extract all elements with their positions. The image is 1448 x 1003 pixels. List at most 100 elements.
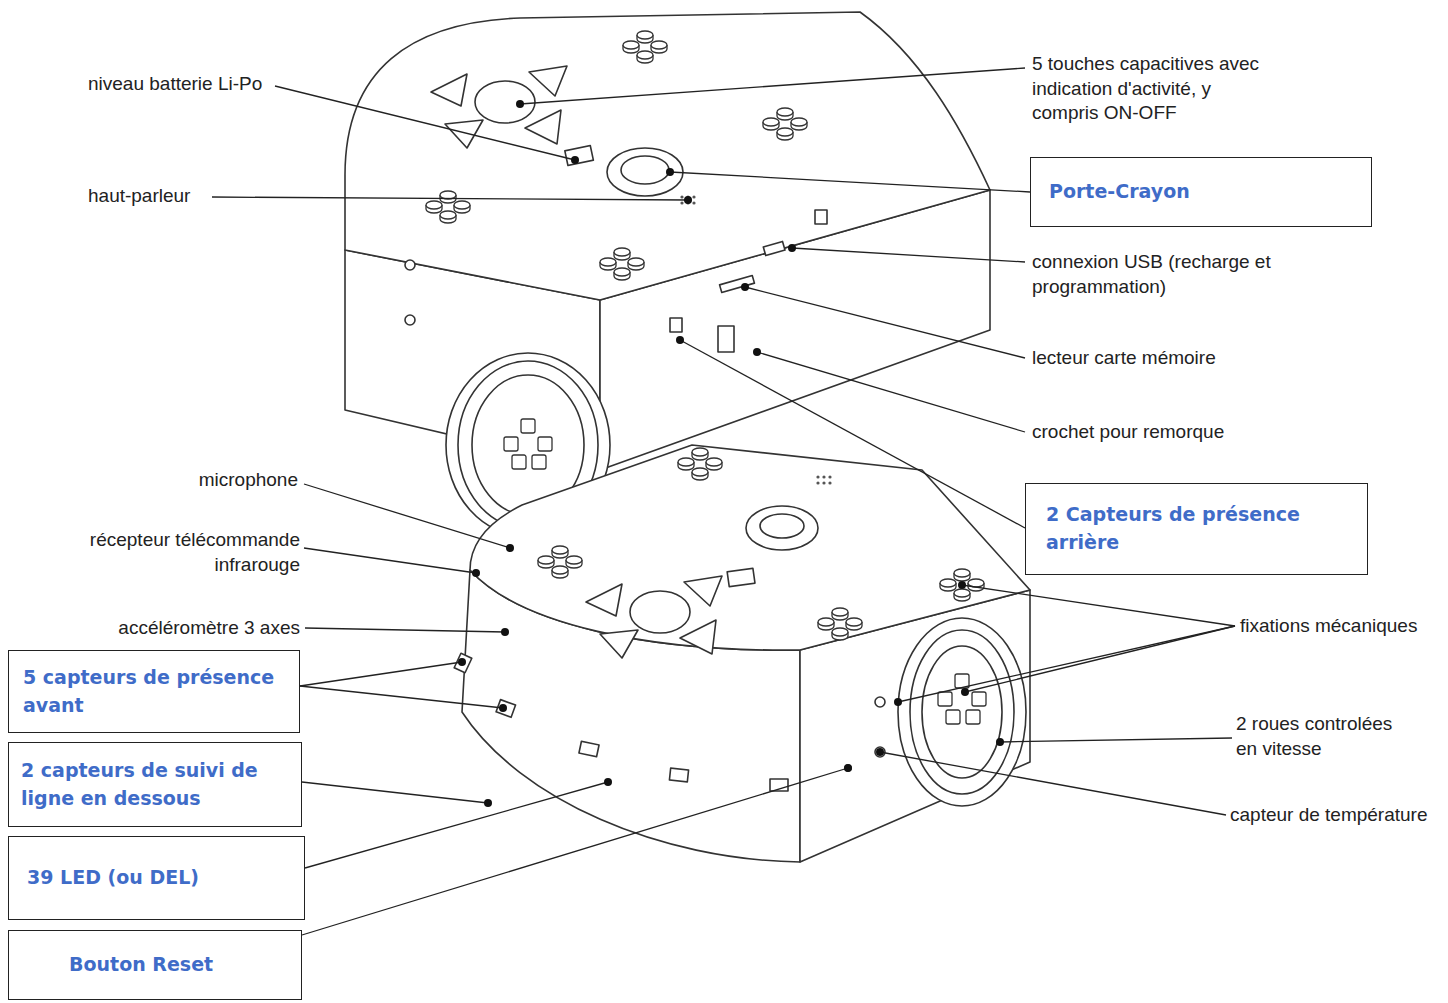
callout-box: 5 capteurs de présence avant	[8, 650, 300, 733]
pen-holder-hole	[621, 156, 669, 184]
mechanical-studs	[678, 448, 722, 480]
leader-dots	[604, 778, 612, 786]
leader-lines	[1000, 738, 1232, 742]
mechanical-studs	[538, 546, 582, 578]
leader-dots	[676, 336, 684, 344]
callout-box: 39 LED (ou DEL)	[8, 836, 305, 920]
leader-dots	[666, 168, 674, 176]
speaker-grid	[680, 201, 683, 204]
leader-lines	[520, 68, 1025, 104]
mechanical-studs	[818, 608, 862, 640]
callout-box: Bouton Reset	[8, 930, 302, 1000]
rear-sensor	[815, 210, 827, 224]
callout-box: 2 Capteurs de présence arrière	[1025, 483, 1368, 575]
speaker-grid	[816, 475, 819, 478]
leader-dots	[458, 658, 466, 666]
part-label: 5 touches capacitives avec indication d'…	[1032, 52, 1272, 126]
leader-lines	[745, 287, 1025, 358]
mechanical-studs	[623, 31, 667, 63]
wheel-hub	[938, 674, 986, 724]
speaker-grid	[816, 481, 819, 484]
leader-lines	[304, 484, 510, 548]
screw	[875, 697, 885, 707]
part-label: crochet pour remorque	[1032, 420, 1224, 445]
leader-dots	[499, 704, 507, 712]
battery-indicator	[727, 568, 755, 586]
leader-lines	[304, 548, 476, 573]
callout-text: 39 LED (ou DEL)	[27, 864, 290, 892]
callout-text: 2 Capteurs de présence arrière	[1046, 501, 1353, 556]
leader-dots	[484, 799, 492, 807]
leader-dots	[501, 628, 509, 636]
leader-lines	[898, 626, 1235, 702]
speaker-grid	[828, 481, 831, 484]
front-sensor	[669, 768, 688, 782]
robot-side-face	[800, 590, 1030, 862]
pen-holder	[746, 506, 818, 550]
wheel	[910, 630, 1014, 794]
capacitive-buttons	[431, 66, 567, 148]
mechanical-studs	[940, 569, 984, 601]
usb-port	[763, 241, 785, 255]
leader-lines	[757, 352, 1025, 432]
leader-dots	[753, 348, 761, 356]
callout-text: Porte-Crayon	[1049, 178, 1357, 206]
part-label: connexion USB (recharge et programmation…	[1032, 250, 1292, 299]
leader-dots	[516, 100, 524, 108]
part-label: niveau batterie Li-Po	[88, 72, 262, 97]
leader-lines	[302, 782, 488, 803]
part-label: lecteur carte mémoire	[1032, 346, 1216, 371]
wheel-arch	[898, 618, 1026, 806]
callout-box: Porte-Crayon	[1030, 157, 1372, 227]
speaker-grid	[816, 475, 831, 484]
leader-dots	[458, 100, 1004, 807]
leader-dots	[472, 569, 480, 577]
pen-holder	[607, 148, 683, 196]
callout-text: Bouton Reset	[69, 951, 287, 979]
speaker-grid	[692, 201, 695, 204]
leader-dots	[506, 544, 514, 552]
part-label: haut-parleur	[88, 184, 190, 209]
leader-lines	[275, 86, 575, 160]
part-label: 2 roues controlées en vitesse	[1236, 712, 1406, 761]
mechanical-studs	[426, 191, 470, 223]
leader-lines	[965, 626, 1235, 692]
pen-holder-hole	[760, 514, 804, 538]
leader-dots	[894, 698, 902, 706]
screw	[405, 315, 415, 325]
part-label: capteur de température	[1230, 803, 1428, 828]
front-sensor	[496, 700, 515, 718]
part-label: microphone	[38, 468, 298, 493]
temperature-sensor	[875, 747, 885, 757]
leader-lines	[302, 768, 848, 935]
rear-sensor	[670, 318, 682, 332]
capacitive-buttons	[586, 576, 722, 658]
speaker-grid	[822, 481, 825, 484]
leader-dots	[788, 244, 796, 252]
leader-dots	[571, 156, 579, 164]
leader-lines	[212, 197, 688, 200]
callout-text: 2 capteurs de suivi de ligne en dessous	[21, 757, 287, 812]
part-label: récepteur télécommande infrarouge	[40, 528, 300, 577]
trailer-hook	[718, 326, 734, 352]
leader-dots	[741, 283, 749, 291]
speaker-grid	[692, 195, 695, 198]
leader-lines	[670, 172, 1030, 192]
front-sensor	[579, 741, 599, 756]
reset-button	[845, 765, 851, 771]
leader-dots	[876, 748, 884, 756]
bottom-robot	[454, 445, 1030, 862]
wheel-rim	[922, 646, 1002, 778]
leader-lines	[792, 248, 1025, 262]
speaker-grid	[680, 195, 683, 198]
leader-lines	[300, 662, 462, 686]
battery-indicator	[565, 145, 594, 165]
leader-dots	[958, 581, 966, 589]
callout-box: 2 capteurs de suivi de ligne en dessous	[8, 742, 302, 827]
card-reader	[720, 275, 755, 292]
robot-top-face	[470, 445, 1030, 650]
speaker-grid	[822, 475, 825, 478]
wheel-hub	[504, 419, 552, 469]
leader-lines	[305, 628, 505, 632]
leader-dots	[996, 738, 1004, 746]
